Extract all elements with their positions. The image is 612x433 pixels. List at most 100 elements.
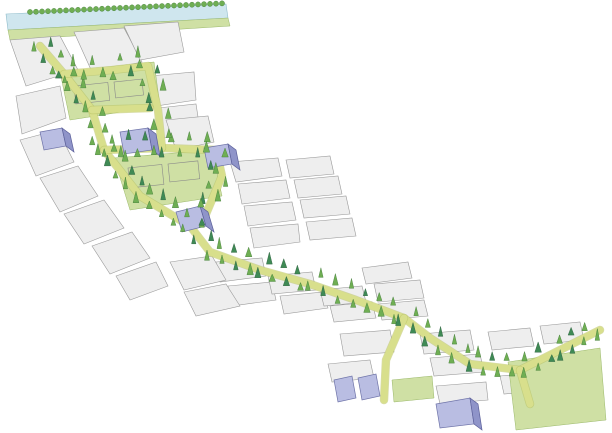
tree xyxy=(202,140,210,153)
tree xyxy=(109,70,117,80)
tree xyxy=(133,147,141,157)
street-trees xyxy=(27,0,600,378)
tree xyxy=(139,175,145,186)
tree xyxy=(350,298,357,308)
tree xyxy=(171,2,177,9)
tree xyxy=(80,68,87,80)
tree xyxy=(203,130,211,143)
tree xyxy=(208,229,215,241)
tree xyxy=(112,170,119,179)
tree xyxy=(219,254,225,264)
tree xyxy=(184,207,190,218)
tree xyxy=(197,197,205,208)
tree xyxy=(216,237,222,249)
tree xyxy=(567,326,575,336)
tree xyxy=(158,208,165,217)
tree xyxy=(75,7,81,13)
tree xyxy=(581,335,587,346)
tree xyxy=(245,246,253,257)
tree xyxy=(448,351,455,364)
tree xyxy=(135,45,141,58)
tree xyxy=(246,262,254,275)
tree xyxy=(183,2,189,8)
tree xyxy=(101,147,107,157)
tree xyxy=(521,350,528,362)
tree xyxy=(520,366,527,378)
tree xyxy=(165,127,172,138)
tree xyxy=(139,78,146,86)
tree xyxy=(87,6,93,13)
tree xyxy=(214,189,222,202)
tree xyxy=(123,4,129,11)
tree xyxy=(230,242,238,253)
tree xyxy=(363,302,371,313)
tree xyxy=(153,3,159,10)
tree xyxy=(136,58,143,69)
tree xyxy=(195,1,201,8)
tree xyxy=(207,159,214,170)
tree xyxy=(105,5,111,12)
tree xyxy=(111,5,117,12)
tree xyxy=(81,6,87,13)
tree xyxy=(51,8,57,14)
tree xyxy=(49,65,56,75)
tree xyxy=(348,278,355,289)
tree xyxy=(475,345,482,358)
tree xyxy=(45,8,51,14)
tree xyxy=(494,365,501,377)
tree xyxy=(159,77,167,91)
tree xyxy=(437,326,444,337)
tree xyxy=(204,250,210,261)
tree xyxy=(465,359,473,372)
tree xyxy=(201,1,207,7)
tree xyxy=(219,0,225,7)
tree xyxy=(280,258,288,268)
tree xyxy=(122,177,128,190)
tree xyxy=(212,161,219,174)
tree xyxy=(557,348,564,361)
tree xyxy=(503,352,510,361)
tree xyxy=(268,273,276,282)
tree xyxy=(548,354,556,362)
tree xyxy=(63,7,69,14)
tree xyxy=(82,100,89,113)
tree xyxy=(62,74,68,83)
tree xyxy=(186,130,192,141)
tree xyxy=(390,296,397,306)
tree xyxy=(142,130,149,141)
tree xyxy=(48,36,54,47)
tree xyxy=(409,321,417,334)
tree xyxy=(69,7,75,13)
tree xyxy=(304,280,311,291)
tree xyxy=(154,64,161,74)
tree xyxy=(489,350,496,361)
tree xyxy=(127,64,135,77)
tree xyxy=(110,142,118,152)
tree xyxy=(117,145,124,157)
tree xyxy=(150,118,158,130)
tree xyxy=(93,6,99,12)
tree xyxy=(377,305,385,317)
tree xyxy=(318,267,324,278)
tree xyxy=(159,3,165,9)
tree xyxy=(125,129,132,140)
tree xyxy=(177,147,183,157)
highlighted-buildings xyxy=(39,127,483,431)
tree xyxy=(146,182,154,195)
tree xyxy=(99,105,106,116)
tree xyxy=(146,101,154,112)
tree xyxy=(73,93,79,104)
tree xyxy=(213,0,219,7)
tree xyxy=(294,264,301,275)
tree xyxy=(101,122,109,133)
tree xyxy=(297,281,304,291)
tree xyxy=(99,66,107,78)
tree xyxy=(223,176,229,187)
tree xyxy=(141,4,147,10)
tree xyxy=(233,260,239,271)
tree xyxy=(221,147,229,158)
tree xyxy=(177,2,183,9)
tree xyxy=(191,234,197,245)
tree xyxy=(435,344,441,356)
